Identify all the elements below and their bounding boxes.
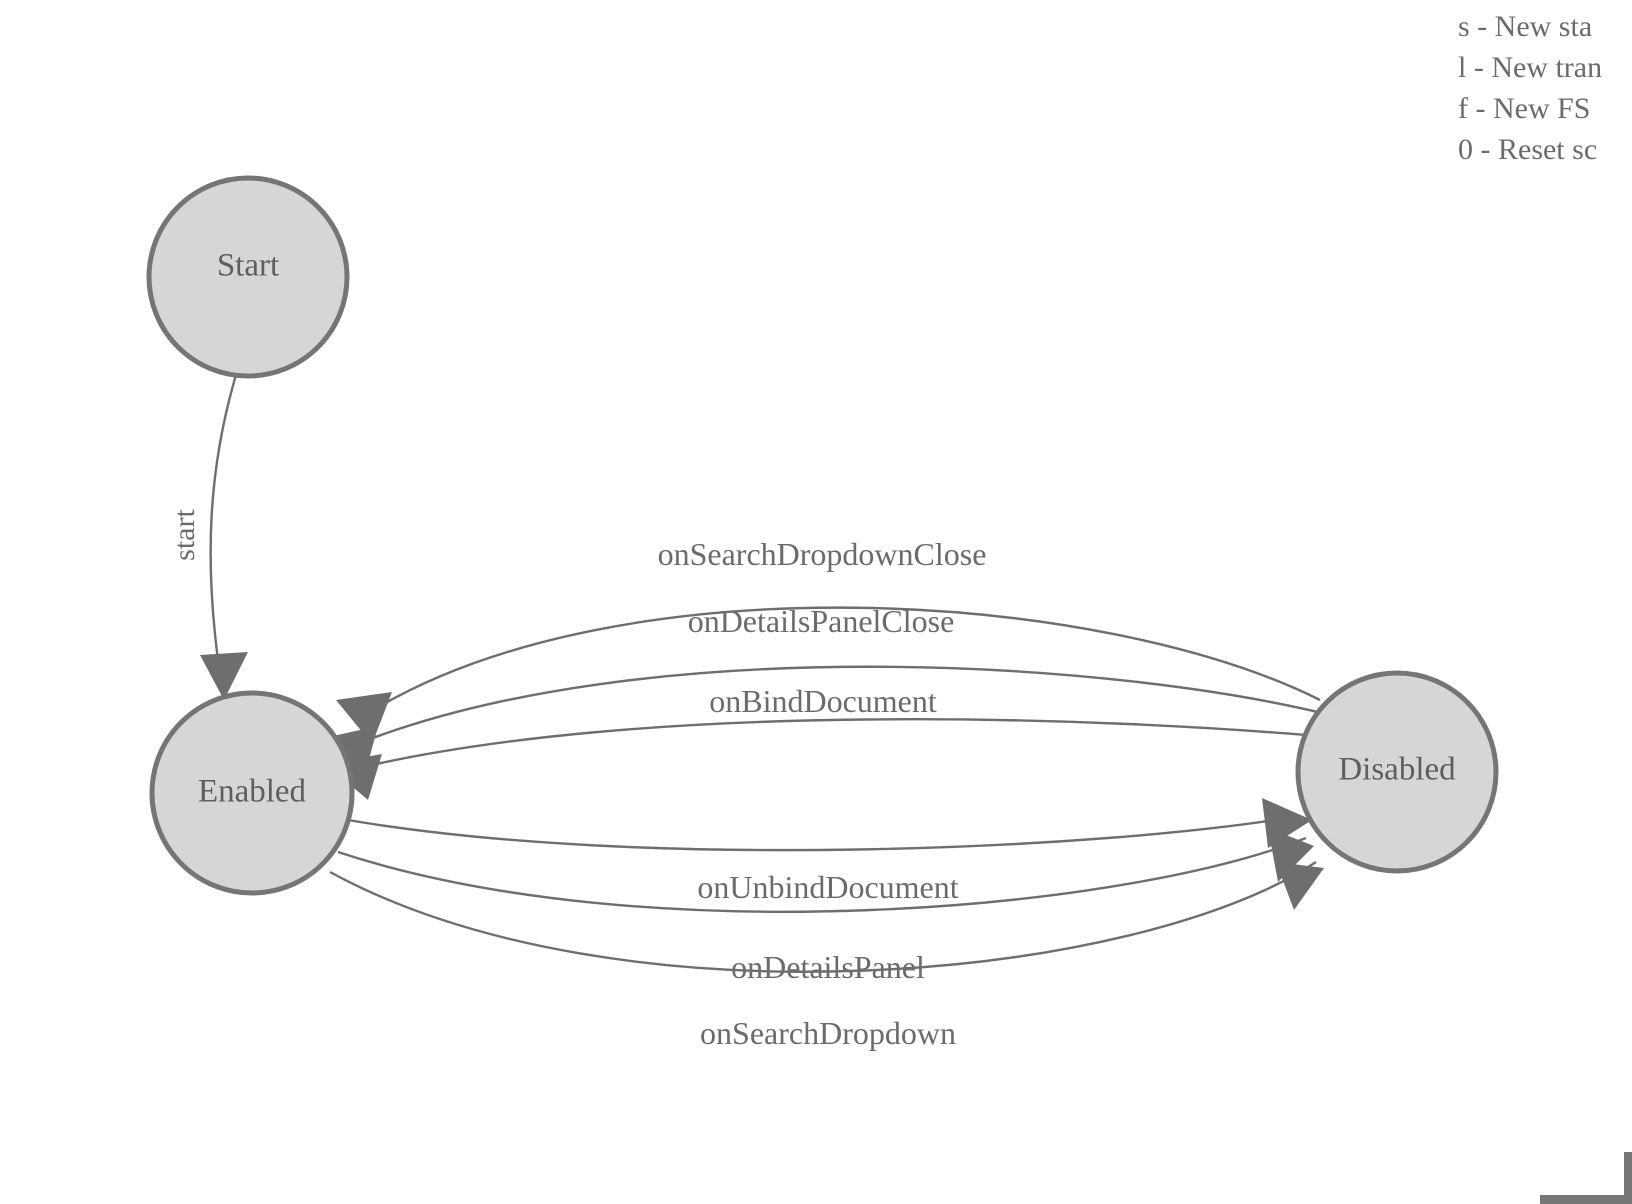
edge-onsearchdropdown-arrowhead bbox=[1276, 862, 1324, 910]
node-disabled-circle[interactable] bbox=[1295, 670, 1499, 874]
edge-onsearchdropdownclose[interactable]: onSearchDropdownClose bbox=[336, 536, 1321, 744]
node-disabled[interactable]: Disabled bbox=[1295, 670, 1499, 874]
edge-start-label: start bbox=[168, 509, 201, 561]
node-disabled-label: Disabled bbox=[1338, 752, 1456, 788]
edge-onbinddocument[interactable]: onBindDocument bbox=[326, 683, 1341, 800]
help-line-new-fsm: f - New FS bbox=[1458, 92, 1591, 125]
node-enabled[interactable]: Enabled bbox=[149, 690, 355, 896]
help-line-reset-scale: 0 - Reset sc bbox=[1458, 133, 1598, 166]
help-overlay: s - New sta l - New tran f - New FS 0 - … bbox=[1428, 0, 1632, 170]
edge-onsearchdropdownclose-label: onSearchDropdownClose bbox=[658, 536, 987, 572]
edge-onunbinddocument-path bbox=[347, 814, 1301, 852]
edge-ondetailspanel-path bbox=[337, 836, 1307, 913]
edge-start[interactable]: start bbox=[168, 374, 248, 700]
node-start-circle[interactable] bbox=[146, 175, 350, 379]
edge-ondetailspanelclose[interactable]: onDetailsPanelClose bbox=[324, 603, 1343, 778]
edge-onsearchdropdownclose-path bbox=[369, 606, 1321, 714]
node-enabled-circle[interactable] bbox=[149, 690, 355, 896]
node-start-label: Start bbox=[217, 248, 279, 284]
edge-onsearchdropdown-label: onSearchDropdown bbox=[700, 1015, 956, 1051]
edge-onsearchdropdown-path bbox=[329, 861, 1317, 973]
edge-onsearchdropdownclose-arrowhead bbox=[336, 692, 392, 744]
edge-ondetailspanel[interactable]: onDetailsPanel bbox=[337, 828, 1314, 985]
edge-onbinddocument-label: onBindDocument bbox=[709, 683, 937, 719]
vertical-scrollbar[interactable] bbox=[1624, 1152, 1632, 1195]
node-enabled-label: Enabled bbox=[198, 774, 307, 810]
edge-onsearchdropdown[interactable]: onSearchDropdown bbox=[329, 861, 1324, 1051]
help-line-new-state: s - New sta bbox=[1458, 10, 1593, 43]
edge-ondetailspanelclose-label: onDetailsPanelClose bbox=[688, 603, 955, 639]
edge-ondetailspanel-label: onDetailsPanel bbox=[731, 949, 925, 985]
edge-ondetailspanelclose-path bbox=[351, 665, 1343, 748]
edge-onunbinddocument-label: onUnbindDocument bbox=[697, 869, 958, 905]
edge-start-path bbox=[209, 374, 238, 661]
edge-start-arrowhead bbox=[200, 652, 248, 700]
horizontal-scrollbar[interactable] bbox=[1540, 1195, 1632, 1204]
node-start[interactable]: Start bbox=[146, 175, 350, 379]
help-line-new-transition: l - New tran bbox=[1458, 51, 1603, 84]
edge-onbinddocument-path bbox=[349, 718, 1341, 772]
edge-onunbinddocument[interactable]: onUnbindDocument bbox=[347, 798, 1312, 905]
